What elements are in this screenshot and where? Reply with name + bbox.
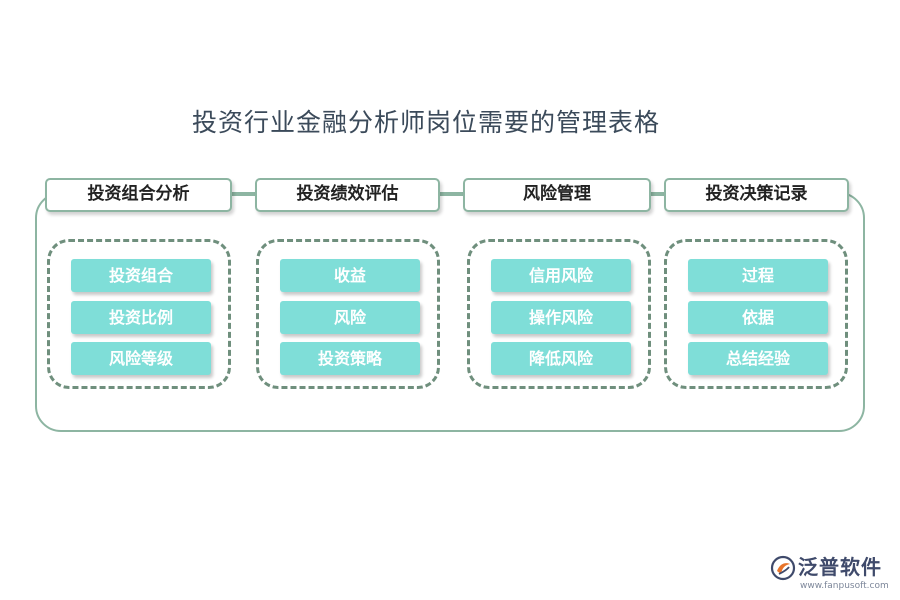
list-item: 信用风险 — [491, 259, 631, 292]
list-item: 操作风险 — [491, 301, 631, 334]
list-item: 收益 — [280, 259, 420, 292]
list-item: 风险等级 — [71, 342, 211, 375]
list-item: 投资策略 — [280, 342, 420, 375]
fanpu-logo-icon — [770, 555, 796, 581]
column-header-portfolio-analysis: 投资组合分析 — [45, 178, 232, 212]
column-group-decision-records: 过程 依据 总结经验 — [664, 239, 848, 389]
diagram-title: 投资行业金融分析师岗位需要的管理表格 — [192, 108, 661, 137]
brand-url: www.fanpusoft.com — [800, 581, 889, 591]
list-item: 总结经验 — [688, 342, 828, 375]
column-header-performance-evaluation: 投资绩效评估 — [255, 178, 440, 212]
header-connector — [439, 193, 465, 196]
list-item: 投资组合 — [71, 259, 211, 292]
header-connector — [231, 193, 257, 196]
list-item: 投资比例 — [71, 301, 211, 334]
column-group-performance-evaluation: 收益 风险 投资策略 — [256, 239, 440, 389]
list-item: 过程 — [688, 259, 828, 292]
brand-name: 泛普软件 — [798, 555, 882, 579]
list-item: 依据 — [688, 301, 828, 334]
list-item: 降低风险 — [491, 342, 631, 375]
column-header-decision-records: 投资决策记录 — [664, 178, 849, 212]
column-group-portfolio-analysis: 投资组合 投资比例 风险等级 — [47, 239, 231, 389]
header-connector — [650, 193, 666, 196]
column-header-risk-management: 风险管理 — [463, 178, 651, 212]
list-item: 风险 — [280, 301, 420, 334]
brand-logo: 泛普软件 www.fanpusoft.com — [770, 553, 895, 593]
column-group-risk-management: 信用风险 操作风险 降低风险 — [467, 239, 651, 389]
